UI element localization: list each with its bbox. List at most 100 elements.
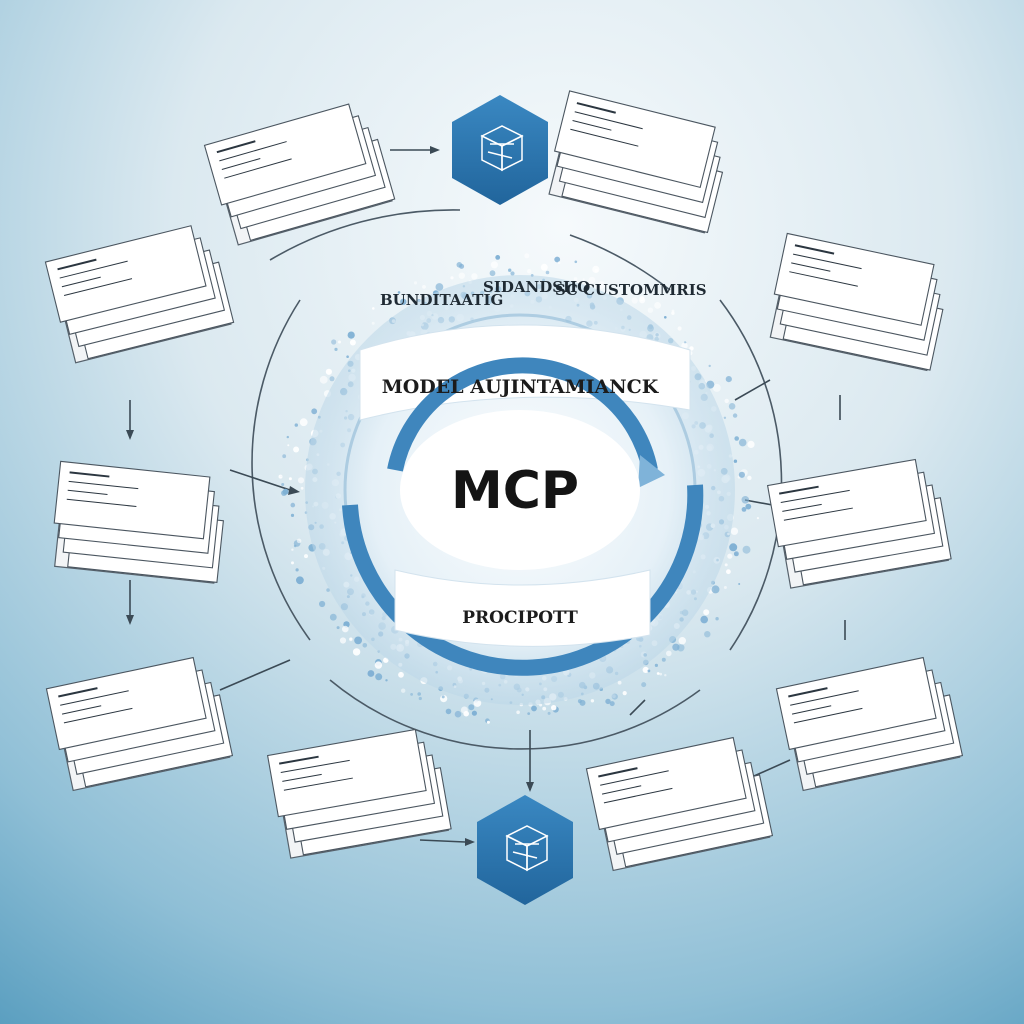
halo-dot [588, 276, 596, 284]
halo-dot [299, 418, 308, 427]
halo-dot [527, 712, 531, 715]
document-stack-icon [266, 728, 452, 859]
halo-dot [296, 576, 304, 585]
halo-dot [319, 375, 328, 384]
document-stack-bottom-left[interactable] [266, 726, 452, 859]
halo-dot [545, 270, 550, 275]
halo-dot [527, 269, 532, 274]
document-stack-icon [45, 656, 234, 792]
halo-dot [489, 270, 496, 277]
document-stack-top-right[interactable] [544, 90, 732, 234]
halo-dot [524, 253, 530, 259]
halo-dot [741, 507, 747, 512]
arc-text-mid: SIDANDSIIO [483, 278, 590, 296]
halo-dot [398, 671, 404, 678]
halo-dot [582, 278, 585, 281]
halo-dot [510, 271, 515, 276]
halo-dot [745, 503, 752, 510]
halo-dot [574, 260, 578, 264]
halo-dot [631, 297, 638, 304]
document-stack-left-upper[interactable] [44, 221, 235, 364]
orbit-arc-bottom [329, 679, 701, 750]
document-stack-icon [203, 103, 396, 246]
halo-dot [445, 708, 452, 715]
halo-dot [367, 670, 375, 677]
hexagon-node-top[interactable] [452, 95, 548, 205]
connector-arrows [129, 149, 846, 843]
halo-dot [339, 637, 347, 644]
document-stacks [44, 90, 964, 872]
halo-dot [659, 672, 663, 676]
halo-dot [704, 631, 711, 638]
halo-dot [730, 527, 739, 535]
halo-dot [288, 477, 292, 481]
halo-dot [325, 368, 332, 375]
halo-dot [742, 545, 751, 554]
halo-dot [291, 561, 294, 565]
halo-dot [547, 711, 551, 715]
halo-dot [703, 609, 710, 616]
arrow-left-middle [229, 469, 291, 491]
bottom-banner-shape [394, 569, 651, 647]
bottom-banner-label: PROCIPOTT [462, 608, 578, 628]
halo-dot [471, 710, 477, 716]
halo-dot [656, 672, 660, 675]
halo-dot [590, 699, 595, 703]
halo-dot [605, 698, 611, 705]
halo-dot [375, 673, 383, 681]
halo-dot [296, 538, 302, 544]
halo-dot [342, 625, 349, 633]
document-stack-left-middle[interactable] [50, 460, 228, 584]
halo-dot [304, 554, 308, 559]
document-stack-right-upper[interactable] [765, 232, 951, 372]
halo-dot [592, 265, 600, 273]
halo-dot [724, 398, 729, 404]
halo-dot [441, 695, 445, 699]
halo-dot [540, 263, 548, 271]
halo-dot [609, 701, 615, 707]
document-stack-right-middle[interactable] [766, 456, 952, 589]
document-stack-top-left[interactable] [203, 99, 396, 246]
halo-dot [372, 307, 375, 310]
hexagon-node-bottom[interactable] [477, 795, 573, 905]
halo-dot [435, 283, 444, 291]
halo-dot [347, 331, 355, 339]
halo-dot [293, 446, 300, 453]
halo-dot [725, 376, 732, 383]
ring-lower-arc [342, 484, 704, 676]
halo-dot [728, 403, 736, 410]
halo-dot [413, 281, 418, 285]
halo-dot [597, 281, 606, 289]
halo-dot [671, 311, 675, 315]
halo-dot [401, 688, 406, 693]
halo-dot [417, 692, 422, 696]
top-banner-label: MODEL AUJINTAMIANCK [382, 376, 660, 398]
halo-dot [700, 615, 708, 624]
document-stack-right-lower[interactable] [775, 654, 964, 792]
halo-dot [282, 454, 287, 459]
halo-dot [557, 261, 561, 265]
halo-dot [747, 475, 752, 481]
halo-dot [554, 256, 561, 263]
halo-dot [678, 637, 686, 645]
document-stack-icon [775, 656, 964, 792]
halo-dot [732, 413, 738, 418]
halo-dot [338, 340, 341, 344]
halo-dot [738, 438, 747, 447]
halo-dot [654, 302, 661, 309]
halo-dot [741, 496, 750, 504]
document-stack-bottom-right[interactable] [585, 734, 774, 872]
halo-dot [300, 486, 304, 490]
halo-dot [647, 669, 651, 673]
halo-dot [577, 699, 582, 704]
halo-dot [450, 276, 454, 280]
halo-dot [666, 650, 672, 657]
halo-dot [418, 696, 422, 701]
halo-dot [490, 261, 498, 269]
halo-dot [664, 316, 667, 319]
halo-dot [397, 291, 401, 294]
halo-dot [294, 423, 298, 427]
halo-dot [290, 513, 295, 518]
document-stack-left-lower[interactable] [45, 654, 234, 792]
